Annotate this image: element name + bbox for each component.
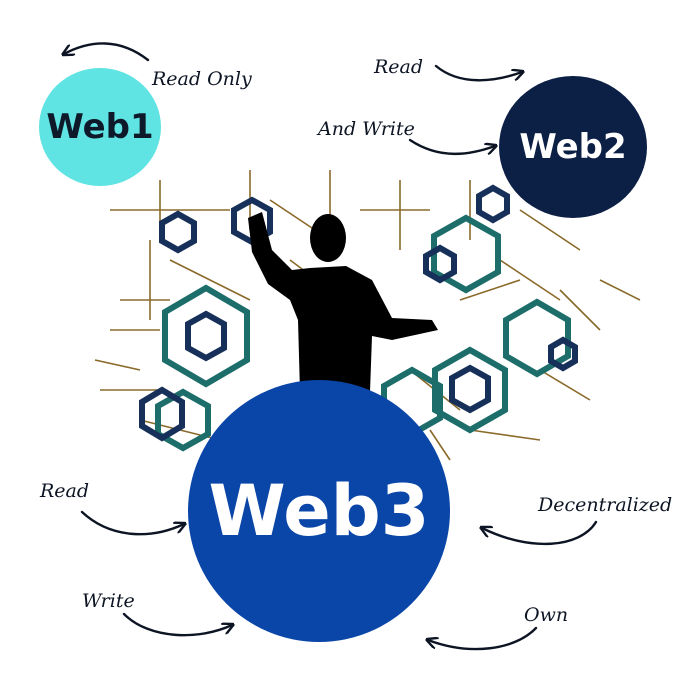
arrow-web1 <box>64 42 150 62</box>
hex-lower-left <box>139 386 185 442</box>
web2-label: Web2 <box>519 127 627 167</box>
hex-center-right <box>432 346 508 434</box>
arrow-web3-decentralized <box>482 520 598 546</box>
silhouette-head <box>310 214 346 262</box>
hex-large-left <box>162 284 250 388</box>
hex-small-left <box>155 388 211 452</box>
web2-circle: Web2 <box>499 76 647 218</box>
person-silhouette <box>248 212 438 392</box>
annotation-own: Own <box>524 604 569 626</box>
hex-mid-right <box>431 214 501 294</box>
hex-large-left-inner <box>185 310 227 362</box>
annotation-decentralized: Decentralized <box>538 494 673 516</box>
annotation-web3-write: Write <box>82 590 135 612</box>
annotation-read-only: Read Only <box>152 68 252 90</box>
hex-right <box>503 298 571 378</box>
web3-circle: Web3 <box>188 380 450 642</box>
arrow-web2-write <box>408 138 495 156</box>
hex-center-right-inner <box>449 364 491 414</box>
hex-top-right <box>476 184 510 224</box>
hex-top-left <box>159 210 197 254</box>
web1-circle: Web1 <box>39 68 161 186</box>
hex-mid-right-inner <box>423 244 457 284</box>
silhouette-body <box>248 212 438 392</box>
arrow-web3-write <box>122 612 232 637</box>
arrow-web3-read <box>80 510 184 536</box>
web1-label: Web1 <box>46 107 154 147</box>
annotation-and-write: And Write <box>318 118 415 140</box>
arrow-web3-own <box>428 626 538 651</box>
arrow-web2-read <box>434 64 522 82</box>
web3-label: Web3 <box>208 470 430 552</box>
annotation-web2-read: Read <box>374 56 424 78</box>
hexagon-inner-navy <box>139 184 578 442</box>
annotation-web3-read: Read <box>40 480 90 502</box>
hex-right-inner <box>548 336 578 372</box>
